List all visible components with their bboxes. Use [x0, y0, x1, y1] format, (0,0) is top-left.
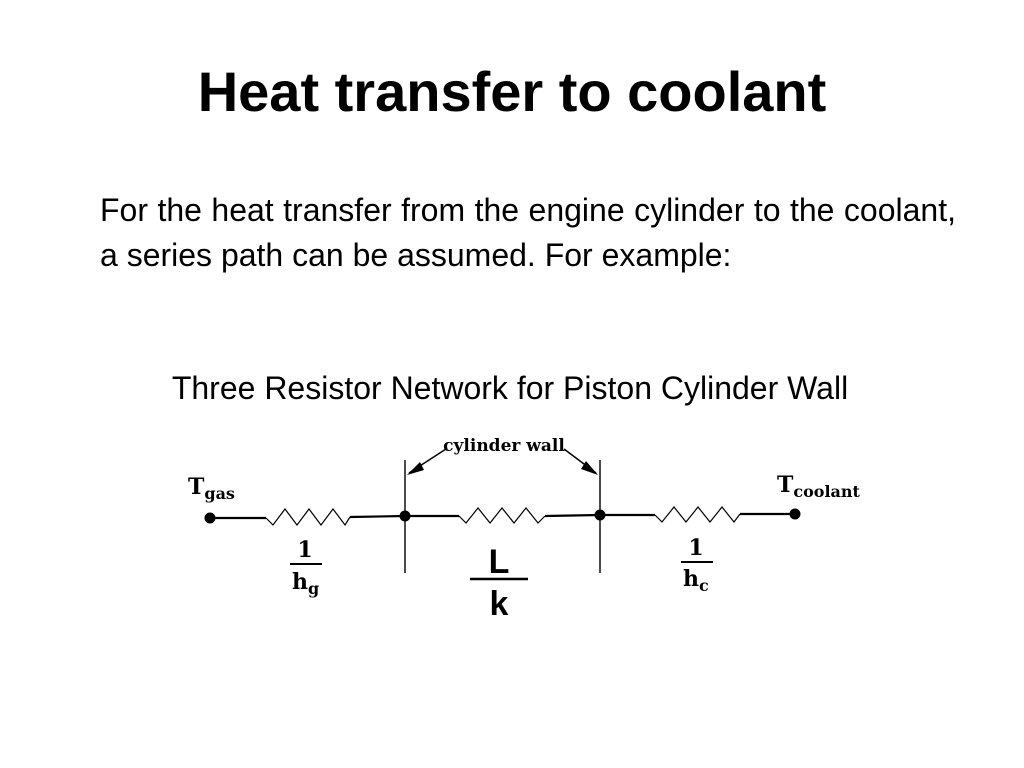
resistor-coolant-side: [654, 506, 741, 523]
fraction-gas-numerator: 1: [297, 537, 312, 563]
resistor-gas-side: [265, 508, 351, 527]
fraction-gas-denominator-symbol: h: [292, 569, 308, 595]
fraction-wall-denominator: k: [490, 585, 509, 623]
wall-arrowhead-right: [581, 461, 598, 475]
node-wall-outer: [594, 509, 606, 521]
body-paragraph: For the heat transfer from the engine cy…: [100, 192, 956, 273]
resistor-wall: [458, 507, 546, 524]
node-label-gas-symbol: T: [188, 474, 205, 500]
fraction-coolant-denominator-symbol: h: [683, 566, 699, 592]
wire-to-wall-right: [544, 513, 601, 518]
fraction-coolant-denominator: hc: [683, 566, 709, 595]
node-label-gas: Tgas: [188, 474, 235, 503]
fraction-gas-denominator-subscript: g: [308, 579, 319, 598]
fraction-coolant-denominator-subscript: c: [699, 576, 709, 595]
diagram-caption: Three Resistor Network for Piston Cylind…: [171, 370, 849, 406]
node-coolant: [789, 508, 801, 520]
wire-to-wall-left: [349, 514, 406, 519]
wall-arrowhead-left: [407, 462, 424, 475]
fraction-gas-denominator: hg: [292, 569, 319, 598]
node-label-coolant-symbol: T: [777, 472, 794, 498]
fraction-wall-numerator: L: [489, 543, 510, 581]
fraction-coolant-numerator: 1: [688, 535, 703, 561]
node-label-gas-subscript: gas: [204, 484, 235, 503]
cylinder-wall-label: cylinder wall: [443, 436, 565, 456]
node-wall-inner: [399, 510, 411, 522]
node-gas: [204, 512, 216, 524]
node-label-coolant-subscript: coolant: [793, 482, 860, 501]
node-label-coolant: Tcoolant: [777, 472, 861, 501]
slide-title: Heat transfer to coolant: [197, 60, 827, 123]
